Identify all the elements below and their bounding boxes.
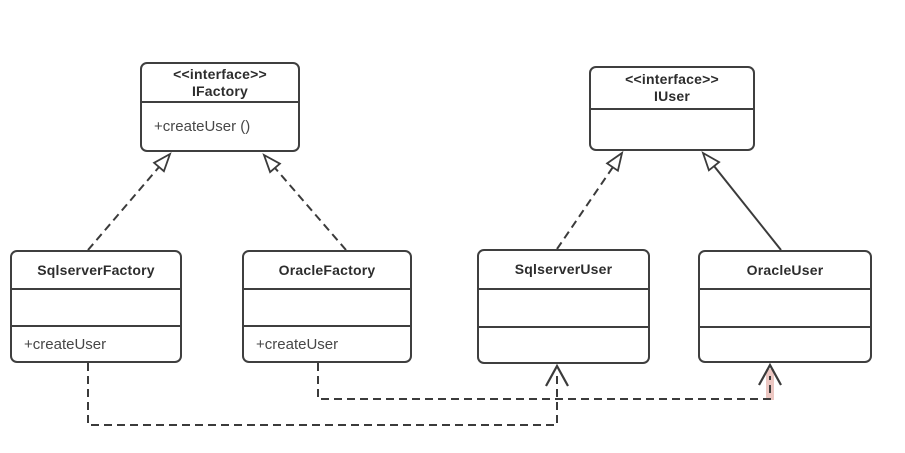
class-header: OracleUser bbox=[700, 252, 870, 290]
class-sqlserverfactory: SqlserverFactory +createUser bbox=[10, 250, 182, 363]
class-sqlserveruser: SqlserverUser bbox=[477, 249, 650, 364]
attributes-compartment bbox=[12, 290, 180, 327]
stereotype-label: <<interface>> bbox=[625, 71, 719, 87]
highlight-mark bbox=[766, 369, 774, 400]
method-label: +createUser bbox=[24, 335, 107, 353]
method-label: +createUser bbox=[256, 335, 339, 353]
class-name: IUser bbox=[653, 88, 691, 104]
class-name: OracleUser bbox=[746, 261, 824, 278]
class-header: OracleFactory bbox=[244, 252, 410, 290]
method-label: +createUser () bbox=[154, 118, 251, 135]
attributes-compartment bbox=[479, 290, 648, 328]
dependency-arrow-oraclefactory-to-oracleuser bbox=[317, 362, 782, 400]
class-header: <<interface>> IUser bbox=[591, 68, 753, 110]
class-name: SqlserverFactory bbox=[37, 261, 155, 278]
methods-compartment: +createUser () bbox=[142, 103, 298, 150]
methods-compartment bbox=[700, 328, 870, 361]
class-header: SqlserverFactory bbox=[12, 252, 180, 290]
attributes-compartment bbox=[700, 290, 870, 328]
class-header: <<interface>> IFactory bbox=[142, 64, 298, 103]
class-name: IFactory bbox=[191, 82, 249, 99]
empty-compartment bbox=[591, 110, 753, 149]
attributes-compartment bbox=[244, 290, 410, 327]
class-oracleuser: OracleUser bbox=[698, 250, 872, 363]
stereotype-label: <<interface>> bbox=[173, 65, 267, 82]
realization-arrow-sqlserverfactory-to-ifactory bbox=[87, 152, 172, 251]
generalization-arrow-oracleuser-to-iuser bbox=[701, 151, 782, 251]
realization-arrow-oraclefactory-to-ifactory bbox=[262, 153, 347, 251]
class-iuser: <<interface>> IUser bbox=[589, 66, 755, 151]
dependency-arrow-sqlserverfactory-to-sqlserveruser bbox=[87, 363, 569, 426]
class-name: SqlserverUser bbox=[514, 261, 613, 277]
methods-compartment bbox=[479, 328, 648, 362]
class-oraclefactory: OracleFactory +createUser bbox=[242, 250, 412, 363]
class-ifactory: <<interface>> IFactory +createUser () bbox=[140, 62, 300, 152]
class-name: OracleFactory bbox=[278, 261, 376, 278]
class-header: SqlserverUser bbox=[479, 251, 648, 290]
realization-arrow-sqlserveruser-to-iuser bbox=[556, 150, 624, 250]
methods-compartment: +createUser bbox=[244, 327, 410, 361]
methods-compartment: +createUser bbox=[12, 327, 180, 361]
